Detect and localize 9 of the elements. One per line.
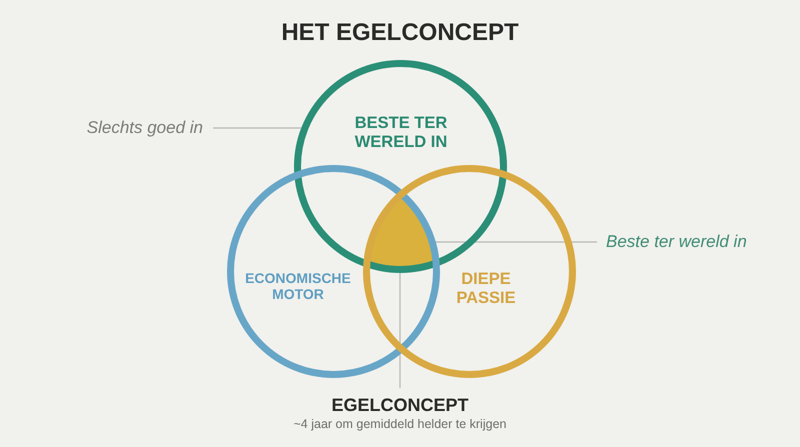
circle-label: ECONOMISCHE MOTOR xyxy=(244,270,352,302)
concept-label: EGELCONCEPT xyxy=(331,394,468,416)
circle-label: DIEPE PASSIE xyxy=(455,270,517,308)
diagram-title: HET EGELCONCEPT xyxy=(280,19,520,47)
circle-label: BESTE TER WERELD IN xyxy=(354,114,448,152)
annotation-text: Beste ter wereld in xyxy=(606,231,747,253)
annotation-text: Slechts goed in xyxy=(86,117,203,139)
leader-line xyxy=(213,127,301,129)
note-text: ~4 jaar om gemiddeld helder te krijgen xyxy=(294,416,506,432)
